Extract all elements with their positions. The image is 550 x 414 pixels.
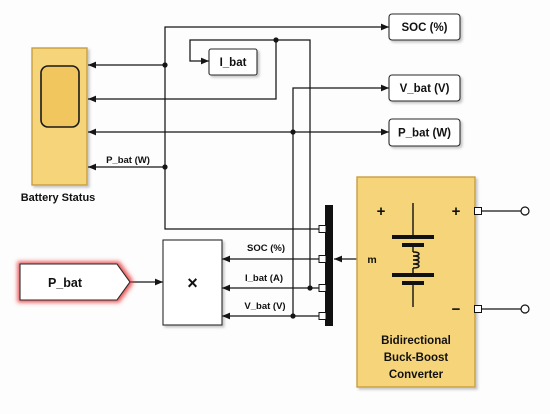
- outport-vbat-label: V_bat (V): [400, 83, 450, 95]
- outport-pbat-label: P_bat (W): [398, 128, 451, 140]
- from-block-pbat-shape[interactable]: [19, 263, 131, 301]
- outport-soc[interactable]: SOC (%): [388, 13, 461, 41]
- signal-line-ibat-to-scope[interactable]: [88, 40, 277, 103]
- demux-output-port[interactable]: [318, 225, 327, 233]
- display-ibat-label: I_bat: [220, 57, 247, 69]
- junction-dot: [307, 285, 313, 291]
- signal-lines: [88, 23, 521, 320]
- junction-dot: [162, 62, 168, 68]
- demux-output-port[interactable]: [318, 284, 327, 292]
- outport-soc-body[interactable]: [388, 13, 461, 41]
- junction-dot: [290, 129, 296, 135]
- signal-label-vbat: V_bat (V): [244, 301, 285, 312]
- demux-output-port[interactable]: [318, 255, 327, 263]
- outport-vbat-body[interactable]: [388, 74, 461, 102]
- converter-port-label-m: m: [367, 254, 376, 266]
- outport-pbat-body[interactable]: [388, 118, 461, 147]
- junction-dot: [273, 37, 279, 43]
- scope-block-battery-status[interactable]: [31, 47, 88, 186]
- demux-bar[interactable]: [325, 205, 333, 326]
- junction-dot: [290, 313, 296, 319]
- converter-positive-port[interactable]: [474, 207, 482, 215]
- product-symbol: ×: [187, 273, 198, 293]
- converter-right-positive-sign: +: [452, 203, 461, 220]
- converter-left-positive-sign: +: [377, 203, 386, 220]
- converter-title-line-1: Bidirectional: [381, 335, 451, 347]
- demux-output-port[interactable]: [318, 312, 327, 320]
- terminal-connector-negative[interactable]: [520, 304, 530, 314]
- display-ibat-body[interactable]: [208, 48, 258, 76]
- outport-pbat[interactable]: P_bat (W): [388, 118, 461, 147]
- converter-negative-port[interactable]: [474, 305, 482, 313]
- display-ibat[interactable]: I_bat: [208, 48, 258, 76]
- product-block[interactable]: ×: [162, 239, 223, 326]
- outport-vbat[interactable]: V_bat (V): [388, 74, 461, 102]
- battery-plate-short: [402, 243, 424, 247]
- converter-right-negative-sign: −: [452, 301, 461, 318]
- signal-label-pbat-w: P_bat (W): [106, 155, 150, 166]
- from-block-pbat[interactable]: P_bat: [19, 263, 131, 301]
- scope-screen-icon: [40, 65, 80, 128]
- terminal-connector-positive[interactable]: [520, 206, 530, 216]
- inductor-coil: [412, 251, 420, 269]
- from-block-pbat-label: P_bat: [48, 276, 83, 290]
- outport-soc-label: SOC (%): [402, 22, 448, 34]
- bidirectional-buck-boost-converter-block[interactable]: m + + − Bidirectional Buck-Boost Convert…: [356, 176, 482, 388]
- signal-line-vbat-to-outport[interactable]: [292, 84, 389, 316]
- converter-title-line-2: Buck-Boost: [384, 352, 449, 364]
- junction-dot: [162, 164, 168, 170]
- demux-block[interactable]: [318, 205, 333, 326]
- scope-label: Battery Status: [21, 192, 96, 204]
- product-block-body[interactable]: [162, 239, 223, 326]
- signal-label-ibat: I_bat (A): [245, 273, 283, 284]
- signal-line-soc-to-outport[interactable]: [164, 23, 389, 230]
- signal-label-soc: SOC (%): [247, 243, 285, 254]
- battery-plate-long: [392, 273, 434, 277]
- battery-inductor-icon: [392, 203, 434, 307]
- battery-plate-long: [392, 235, 434, 239]
- battery-plate-short: [402, 281, 424, 285]
- junction-dots: [162, 37, 313, 319]
- signal-line-ibat-to-display[interactable]: [189, 39, 311, 288]
- converter-title-line-3: Converter: [389, 369, 444, 381]
